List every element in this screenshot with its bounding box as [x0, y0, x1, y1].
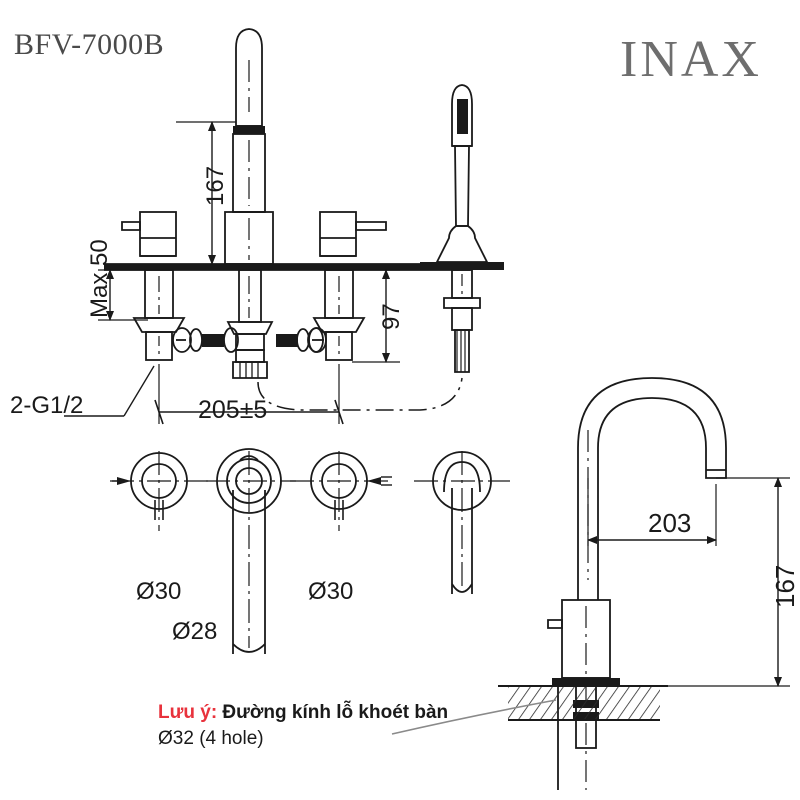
dimension-label-2-g12: 2-G1/2 [10, 392, 84, 419]
dimension-label-205: 205±5 [198, 396, 268, 424]
connecting-manifold [172, 327, 327, 353]
brand-logo: INAX [620, 31, 762, 88]
hand-sprayer [420, 84, 504, 373]
left-handle [121, 211, 177, 257]
dimension-label-dia-28-center: Ø28 [172, 618, 218, 645]
dimension-label-max-50: Max 50 [86, 239, 113, 318]
note-block: Lưu ý: Đường kính lỗ khoét bàn Ø32 (4 ho… [158, 700, 448, 752]
countertop-section [498, 685, 668, 721]
dimension-label-167-right: 167 [770, 564, 800, 608]
plan-left-handle [110, 451, 208, 531]
dimension-label-dia-30-left: Ø30 [136, 578, 182, 605]
note-keyword: Lưu ý: [158, 702, 218, 723]
left-valve-shank [132, 269, 186, 361]
dimension-max-50 [98, 269, 148, 321]
dimension-97 [352, 269, 400, 363]
deck-plate-elevation [104, 263, 470, 271]
note-leader-line [391, 699, 557, 735]
plan-sprayer [414, 451, 510, 594]
dimension-label-97: 97 [378, 303, 405, 330]
gooseneck-spout [577, 377, 727, 600]
dimension-label-203: 203 [648, 508, 692, 538]
dimension-label-167-left: 167 [202, 165, 229, 206]
dimension-label-dia-30-right: Ø30 [308, 578, 354, 605]
dimension-167-left [176, 121, 236, 265]
page-title: BFV-7000B [14, 28, 165, 61]
plan-right-handle [290, 451, 392, 531]
note-second-line: Ø32 (4 hole) [158, 728, 264, 749]
right-handle [319, 211, 387, 257]
dimension-205 [154, 364, 344, 425]
dimension-167-right [660, 477, 790, 687]
gooseneck-base-body [547, 599, 620, 686]
center-spout-column [224, 28, 274, 265]
dimension-203 [587, 478, 717, 546]
leader-2-g12 [64, 365, 155, 417]
flex-hose-centerline [257, 377, 463, 411]
center-spout-shank [226, 269, 274, 379]
right-valve-shank [312, 269, 366, 361]
note-text: Đường kính lỗ khoét bàn [217, 702, 449, 723]
plan-center-spout [206, 448, 296, 654]
